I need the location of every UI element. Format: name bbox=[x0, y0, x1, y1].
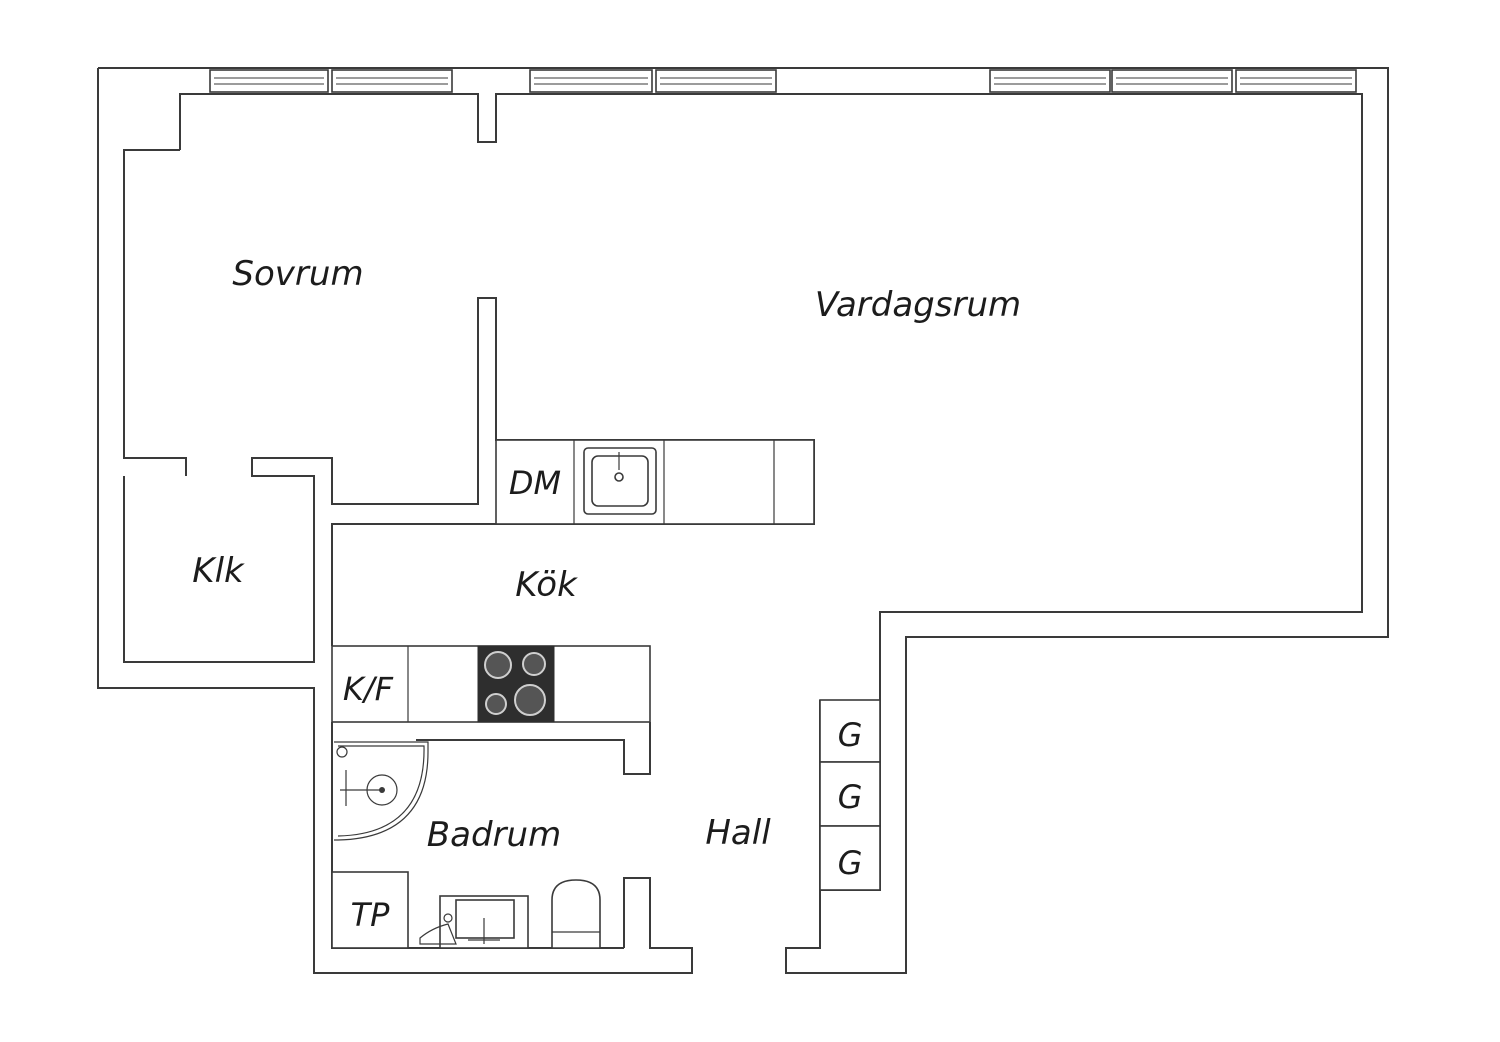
window bbox=[1111, 69, 1233, 93]
room-label-vardagsrum: Vardagsrum bbox=[815, 285, 1021, 325]
room-label-klk: Klk bbox=[192, 551, 245, 591]
fixture-label-tp: TP bbox=[351, 896, 391, 934]
shower-icon bbox=[334, 741, 429, 841]
fixture-label-dishwasher: DM bbox=[509, 464, 561, 502]
window bbox=[989, 69, 1111, 93]
outer-wall-left bbox=[97, 68, 693, 974]
bathroom-partition bbox=[416, 722, 651, 775]
fixture-label-closet-2: G bbox=[838, 778, 863, 816]
fixture-label-fridge-freezer: K/F bbox=[343, 670, 394, 708]
closet-column bbox=[819, 699, 881, 891]
room-label-hall: Hall bbox=[705, 813, 771, 853]
tp-cabinet bbox=[331, 871, 409, 949]
fixture-label-closet-3: G bbox=[838, 844, 863, 882]
room-label-badrum: Badrum bbox=[427, 815, 561, 855]
window bbox=[529, 69, 653, 93]
window bbox=[209, 69, 329, 93]
toilet-icon bbox=[551, 879, 601, 949]
window bbox=[1235, 69, 1357, 93]
sink-icon bbox=[583, 447, 657, 515]
window bbox=[655, 69, 777, 93]
room-label-sovrum: Sovrum bbox=[232, 254, 363, 294]
kitchen-counter-lower bbox=[331, 645, 651, 723]
stove-icon bbox=[477, 645, 555, 723]
window bbox=[331, 69, 453, 93]
fixture-label-closet-1: G bbox=[838, 716, 863, 754]
window-row bbox=[209, 69, 1357, 93]
kitchen-counter-upper bbox=[495, 439, 815, 525]
room-label-kok: Kök bbox=[515, 565, 578, 605]
outer-wall bbox=[98, 67, 1389, 974]
washbasin-icon bbox=[419, 895, 529, 949]
inner-wall-sovrum bbox=[123, 149, 187, 476]
